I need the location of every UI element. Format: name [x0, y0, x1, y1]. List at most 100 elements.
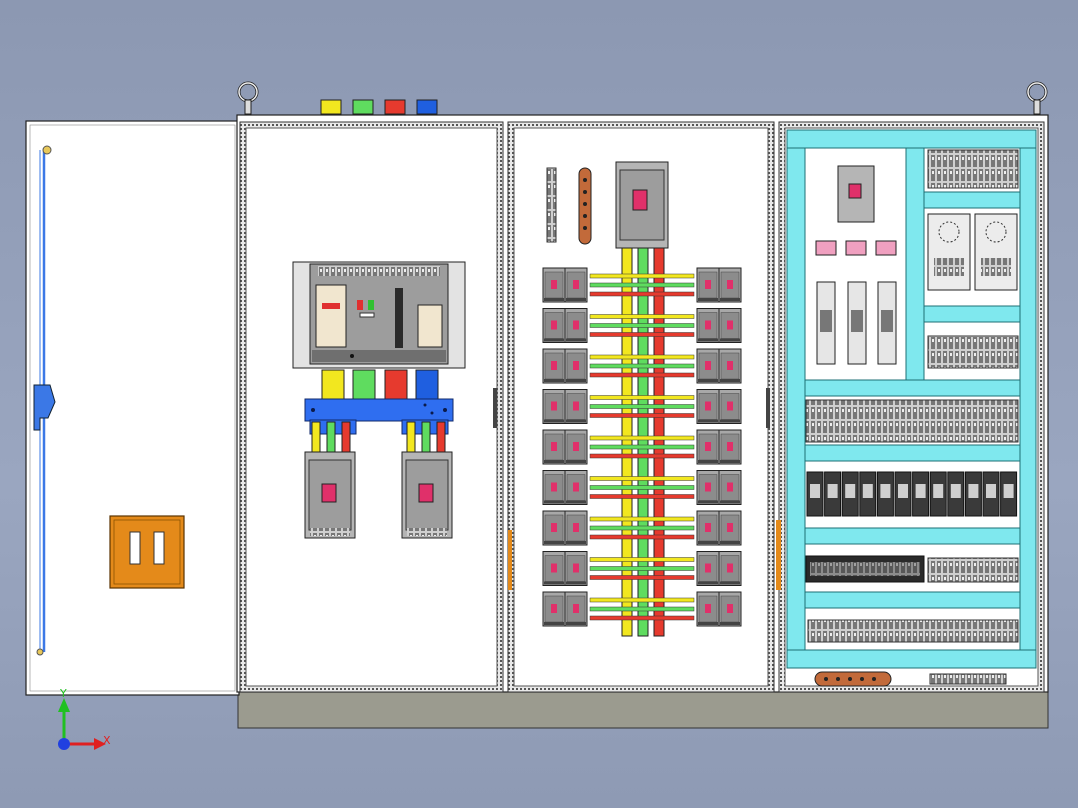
relay-module — [947, 471, 965, 517]
branch-breaker[interactable] — [696, 429, 720, 465]
branch-breaker[interactable] — [542, 591, 566, 627]
axis-triad: Y X — [58, 687, 111, 750]
branch-breaker[interactable] — [564, 389, 588, 424]
branch-breaker[interactable] — [718, 267, 742, 303]
relay-module — [964, 471, 982, 517]
power-supply-2 — [974, 213, 1018, 291]
phase-marker-red — [384, 99, 406, 115]
branch-breaker[interactable] — [718, 429, 742, 465]
busbar-support — [304, 398, 454, 422]
cable-ducts — [786, 129, 1037, 669]
branch-breaker[interactable] — [696, 308, 720, 343]
door-terminal-box — [109, 515, 185, 589]
terminal-row-3 — [807, 619, 1019, 643]
branch-breaker[interactable] — [696, 510, 720, 546]
branch-breaker[interactable] — [718, 591, 742, 627]
door-handle[interactable] — [33, 384, 56, 431]
relay-rail-top — [927, 149, 1019, 189]
relay-module — [859, 471, 877, 517]
relay-module — [929, 471, 947, 517]
branch-breaker[interactable] — [564, 348, 588, 384]
branch-strap-yellow — [589, 597, 695, 603]
branch-strap-yellow — [589, 557, 695, 562]
incoming-mccb-right[interactable] — [401, 451, 453, 539]
relay-module — [824, 471, 842, 517]
lifting-eye-left — [237, 81, 259, 115]
branch-breaker[interactable] — [696, 470, 720, 505]
branch-breaker[interactable] — [542, 510, 566, 546]
branch-breaker[interactable] — [718, 470, 742, 505]
busbar-red — [653, 247, 665, 637]
branch-breaker[interactable] — [542, 348, 566, 384]
branch-breaker[interactable] — [718, 348, 742, 384]
relay-module — [806, 471, 824, 517]
branch-breaker[interactable] — [696, 551, 720, 586]
section-distribution — [507, 121, 775, 693]
branch-strap-green — [589, 606, 695, 612]
branch-strap-yellow — [589, 435, 695, 441]
branch-breaker[interactable] — [718, 389, 742, 424]
branch-strap-green — [589, 525, 695, 531]
control-mccb[interactable] — [837, 165, 875, 223]
branch-breaker[interactable] — [696, 591, 720, 627]
cabinet-plinth — [237, 689, 1049, 729]
branch-breaker[interactable] — [542, 429, 566, 465]
branch-strap-red — [589, 453, 695, 459]
open-door — [25, 120, 240, 696]
branch-strap-green — [589, 444, 695, 450]
branch-strap-red — [589, 291, 695, 297]
branch-breaker[interactable] — [542, 267, 566, 303]
relay-module — [841, 471, 859, 517]
branch-breaker[interactable] — [542, 389, 566, 424]
terminal-row-1 — [805, 399, 1019, 443]
branch-breaker[interactable] — [718, 308, 742, 343]
branch-breaker[interactable] — [564, 551, 588, 586]
branch-breaker[interactable] — [564, 510, 588, 546]
phase-marker-yellow — [320, 99, 342, 115]
branch-strap-green — [589, 323, 695, 328]
lifting-eye-right — [1026, 81, 1048, 115]
branch-breaker[interactable] — [564, 308, 588, 343]
branch-breaker[interactable] — [564, 470, 588, 505]
branch-breaker[interactable] — [542, 308, 566, 343]
relay-rail-mid — [927, 335, 1019, 369]
relay-module — [894, 471, 912, 517]
axis-y-label: Y — [59, 687, 67, 700]
phase-marker-green — [352, 99, 374, 115]
branch-breaker[interactable] — [718, 510, 742, 546]
terminal-row-2 — [927, 557, 1019, 583]
branch-breaker[interactable] — [696, 267, 720, 303]
feeder-mccb[interactable] — [615, 161, 669, 249]
incoming-mccb-left[interactable] — [304, 451, 356, 539]
branch-breaker[interactable] — [696, 389, 720, 424]
axis-x-label: X — [103, 734, 111, 747]
section-incoming — [239, 121, 504, 693]
branch-breaker[interactable] — [564, 429, 588, 465]
branch-breaker[interactable] — [542, 470, 566, 505]
branch-strap-red — [589, 494, 695, 499]
fuse-holders — [816, 281, 897, 365]
section-control — [776, 121, 1045, 693]
branch-strap-yellow — [589, 314, 695, 319]
branch-strap-red — [589, 615, 695, 621]
branch-strap-yellow — [589, 273, 695, 279]
branch-breaker[interactable] — [542, 551, 566, 586]
relay-module — [982, 471, 1000, 517]
earth-bar — [578, 167, 592, 245]
branch-strap-green — [589, 485, 695, 490]
main-air-circuit-breaker[interactable] — [292, 261, 466, 369]
relay-module — [912, 471, 930, 517]
branch-strap-yellow — [589, 354, 695, 360]
phase-marker-caps — [320, 99, 438, 115]
branch-strap-red — [589, 575, 695, 580]
branch-breaker[interactable] — [564, 267, 588, 303]
branch-breaker[interactable] — [564, 591, 588, 627]
relay-module — [1000, 471, 1018, 517]
bottom-earth-bar — [814, 671, 892, 687]
branch-breaker[interactable] — [696, 348, 720, 384]
relay-modules — [806, 471, 1018, 517]
branch-strap-yellow — [589, 395, 695, 400]
branch-breaker[interactable] — [718, 551, 742, 586]
